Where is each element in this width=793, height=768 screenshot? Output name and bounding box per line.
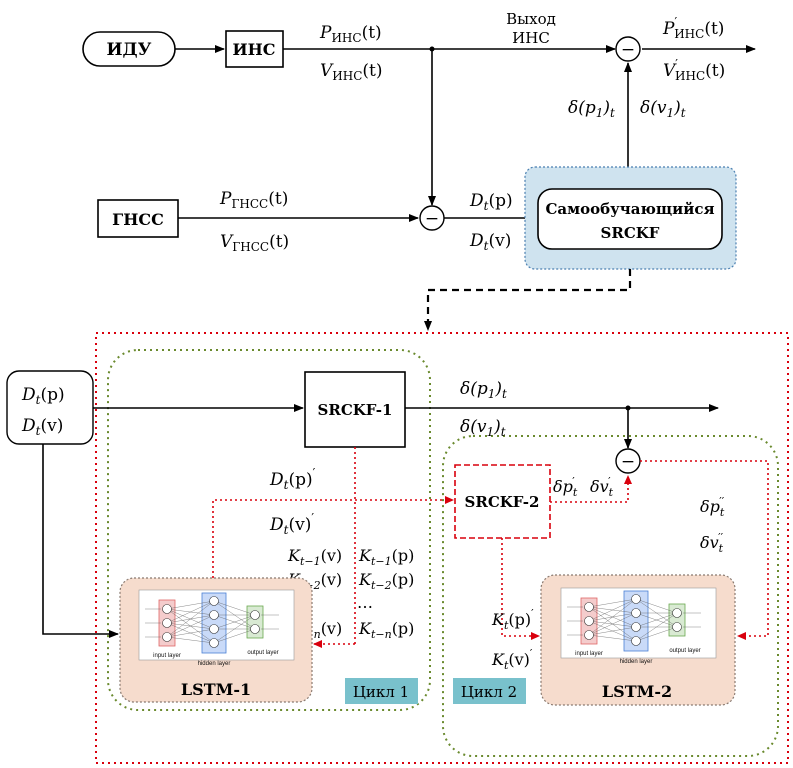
top-section: ИДУ ИНС PИНС(t) VИНС(t) Выход ИНС − P′ИН… [82, 10, 756, 331]
input-dp-label: Dt(p) [21, 385, 65, 407]
cycle2-frame [442, 435, 779, 757]
dt-v-label: Dt(v) [469, 231, 511, 253]
dp-t-label: δpt′ [553, 475, 578, 499]
arrow-input-to-lstm1 [42, 444, 119, 638]
k-t1-p-label: Kt−1(p) [358, 546, 414, 568]
mid-sum-minus: − [425, 209, 439, 229]
gnss-label: ГНСС [112, 210, 164, 229]
input-dv-label: Dt(v) [21, 416, 63, 438]
top-dv1-label: δ(v1)t [640, 98, 686, 120]
p-out-label: P′ИНС(t) [662, 15, 724, 41]
cycle1-tag [345, 678, 418, 704]
dt-v-prime-label: Dt(v)′ [269, 511, 314, 537]
p-ins-label: PИНС(t) [319, 23, 382, 45]
top-sum-minus: − [621, 40, 635, 60]
cycle1-label: Цикл 1 [353, 683, 409, 701]
lstm1-output-layer-label: output layer [247, 650, 278, 656]
detail-connector [424, 269, 632, 331]
v-gnss-label: VГНСС(t) [220, 232, 289, 254]
lstm2-input-layer-label: input layer [575, 651, 603, 657]
k-ellipsis: … [357, 593, 373, 612]
dv-t-double-prime-label: δvt′′ [700, 531, 724, 555]
dp-t-double-prime-label: δpt′′ [700, 495, 725, 519]
dt-p-label: Dt(p) [469, 191, 513, 213]
srckf2-label: SRCKF-2 [465, 493, 540, 511]
arrow-lstm1-to-srckf2 [212, 496, 454, 578]
k-t-v-label: Kt(v)′ [491, 647, 533, 672]
p-gnss-label: PГНСС(t) [219, 189, 288, 211]
lstm2-hidden-layer-label: hidden layer [620, 659, 653, 665]
arrow-sum-to-lstm2 [640, 460, 769, 640]
cycle2-tag [453, 678, 526, 704]
arrow-srckf2-to-sum [550, 475, 632, 503]
lstm2-output-layer-label: output layer [669, 648, 700, 654]
k-t-p-label: Kt(p)′ [491, 607, 534, 632]
top-sum-junction [615, 36, 641, 62]
bottom-dp1-label: δ(p1)t [460, 379, 507, 401]
lstm1-hidden-layer-label: hidden layer [198, 661, 231, 667]
bottom-dv1-label: δ(v1)t [460, 417, 506, 439]
dv-t-label: δvt′ [590, 475, 614, 499]
dt-p-prime-label: Dt(p)′ [269, 466, 316, 492]
detail-frame [95, 332, 789, 764]
srckf-block [537, 188, 723, 250]
bottom-sum-minus: − [621, 452, 635, 472]
top-dp1-label: δ(p1)t [568, 98, 615, 120]
v-out-label: V′ИНС(t) [663, 57, 725, 83]
bottom-branch-dot [625, 405, 631, 411]
gnss-block [97, 199, 179, 238]
bottom-section: Dt(p) Dt(v) SRCKF-1 δ(p1)t δ(v1)t − Dt(p… [6, 332, 789, 764]
k-tn-p-label: Kt−n(p) [358, 619, 414, 641]
idu-label: ИДУ [107, 40, 152, 60]
srckf2-block [454, 464, 551, 539]
lstm1-label: LSTM-1 [181, 680, 251, 699]
k-t2-p-label: Kt−2(p) [358, 570, 414, 592]
v-ins-label: VИНС(t) [320, 61, 383, 83]
cycle2-label: Цикл 2 [461, 683, 517, 701]
lstm1-input-layer-label: input layer [153, 653, 181, 659]
output-label-line2: ИНС [512, 29, 550, 47]
ins-label: ИНС [233, 40, 276, 59]
lstm2-label: LSTM-2 [602, 682, 672, 701]
branch-dot [429, 46, 435, 52]
cycle1-frame [107, 349, 431, 711]
srckf-title-line1: Самообучающийся [545, 200, 714, 218]
output-label-line1: Выход [506, 10, 556, 28]
srckf-title-line2: SRCKF [601, 224, 660, 242]
lstm1-network-icon: input layer hidden layer output layer [138, 589, 295, 667]
k-t1-v-label: Kt−1(v) [287, 546, 342, 568]
ins-block [225, 30, 284, 68]
srckf1-label: SRCKF-1 [318, 401, 393, 419]
lstm2-network-icon: input layer hidden layer output layer [560, 587, 717, 665]
